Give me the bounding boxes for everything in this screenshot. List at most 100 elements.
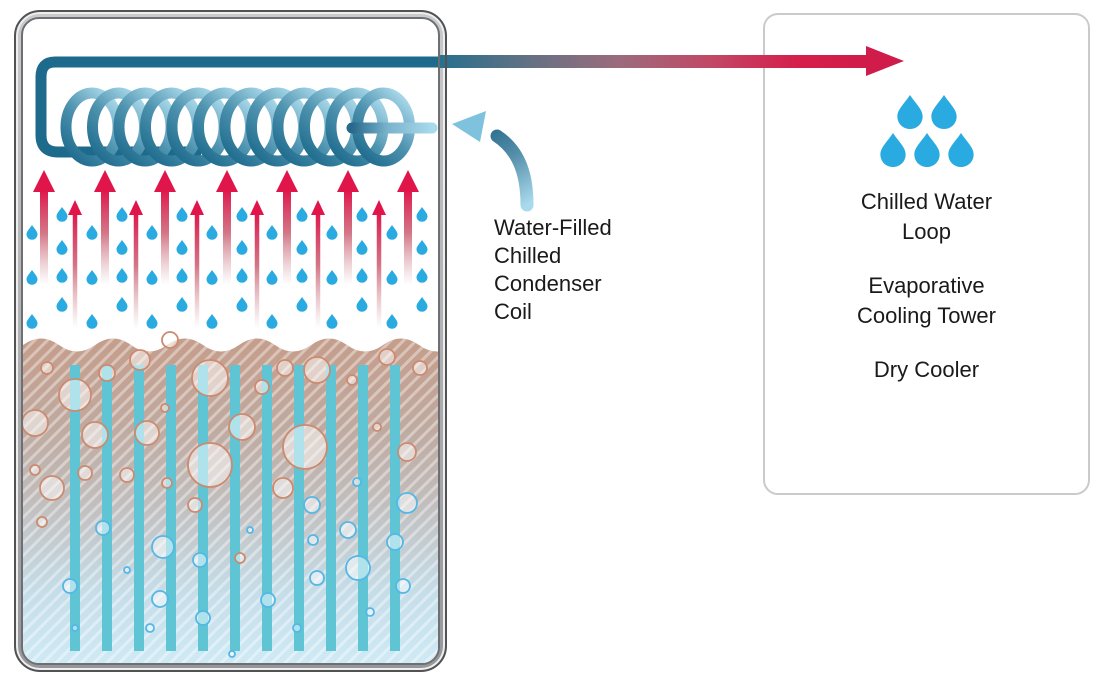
warm-water-flow-arrow-icon [438,55,868,68]
water-drop-icon [296,207,308,222]
bubble-icon [246,526,254,534]
water-drop-icon [266,225,278,240]
tank-wall-overlap [438,54,447,69]
bubble-icon [307,534,319,546]
water-drop-icon [86,314,98,329]
bubble-icon [71,624,79,632]
water-drop-icon [86,270,98,285]
server-blade [294,365,304,651]
panel-item-evaporative-cooling-tower: Evaporative Cooling Tower [856,273,996,328]
water-drop-icon [356,297,368,312]
bubbles [23,331,428,658]
bubble-icon [228,650,236,658]
bubble-icon [81,421,109,449]
water-drop-icon [26,270,38,285]
heat-arrow-shaft [344,190,352,285]
server-blade [70,365,80,651]
bubble-icon [292,623,302,633]
panel-item-chilled-water-loop: Chilled Water Loop [860,189,993,244]
bubble-icon [40,361,54,375]
bubble-icon [39,475,65,501]
heat-arrow-shaft [404,190,412,285]
bubble-icon [365,607,375,617]
bubble-icon [386,533,404,551]
water-drop-icon [356,240,368,255]
water-drop-icon [296,240,308,255]
water-drop-icon [386,225,398,240]
bubble-icon [123,566,131,574]
bubble-icon [272,477,294,499]
water-drop-icon [326,225,338,240]
server-blades [70,365,400,651]
water-drop-icon [266,270,278,285]
water-drop-icon [116,297,128,312]
water-drop-icon [86,225,98,240]
bubble-icon [372,422,382,432]
water-drop-icon [206,225,218,240]
bubble-icon [234,552,246,564]
water-drop-icon [206,314,218,329]
up-arrow-icon [68,200,82,215]
warm-water-flow-arrowhead-icon [866,46,904,76]
bubble-icon [191,359,229,397]
up-arrow-icon [216,170,238,192]
heat-arrow-shaft [161,190,169,285]
bubble-icon [187,497,203,513]
bubble-icon [339,521,357,539]
water-drop-icon [266,314,278,329]
water-drop-icon [56,240,68,255]
heat-arrow-shaft [254,213,260,329]
bubble-icon [396,492,418,514]
heat-arrow-shaft [101,190,109,285]
water-drop-icon [146,314,158,329]
water-drop-icon [116,207,128,222]
water-drop-icon [326,270,338,285]
heat-arrow-shaft [223,190,231,285]
up-arrow-icon [397,170,419,192]
water-drop-icon [416,207,428,222]
heat-arrow-shaft [133,213,139,329]
server-blade [390,365,400,651]
bubble-icon [151,535,175,559]
water-drop-icon [236,240,248,255]
bubble-icon [412,360,428,376]
bubble-icon [62,578,78,594]
cool-water-return-arrow-icon [452,111,534,212]
water-drop-icon [176,207,188,222]
bubble-icon [254,379,270,395]
heat-arrow-shaft [315,213,321,329]
bubble-icon [98,364,116,382]
water-drop-icon [236,297,248,312]
bubble-icon [29,464,41,476]
water-drop-icon [146,225,158,240]
bubble-icon [195,610,211,626]
server-blade [198,365,208,651]
water-drop-icon [296,297,308,312]
water-drop-icon [386,314,398,329]
water-drop-icon [176,240,188,255]
water-drop-icon [416,240,428,255]
bubble-icon [395,578,411,594]
up-arrow-icon [276,170,298,192]
condenser-coil [60,87,415,167]
panel-text: Chilled Water Loop Evaporative Cooling T… [857,187,996,409]
water-drop-icon [116,240,128,255]
server-blade [326,365,336,651]
water-drops-icon [879,95,974,168]
bubble-icon [303,496,321,514]
water-drop-icon [416,268,428,283]
bubble-icon [192,552,208,568]
bubble-icon [151,590,169,608]
heat-arrow-shaft [40,190,48,285]
water-drop-icon [56,207,68,222]
bubble-icon [36,516,48,528]
water-drop-icon [176,297,188,312]
heat-arrow-shaft [194,213,200,329]
heat-arrow-shaft [72,213,78,329]
bubble-icon [260,592,276,608]
water-drop-icon [356,268,368,283]
bubble-icon [129,349,151,371]
bubble-icon [58,378,92,412]
bubble-icon [346,374,358,386]
